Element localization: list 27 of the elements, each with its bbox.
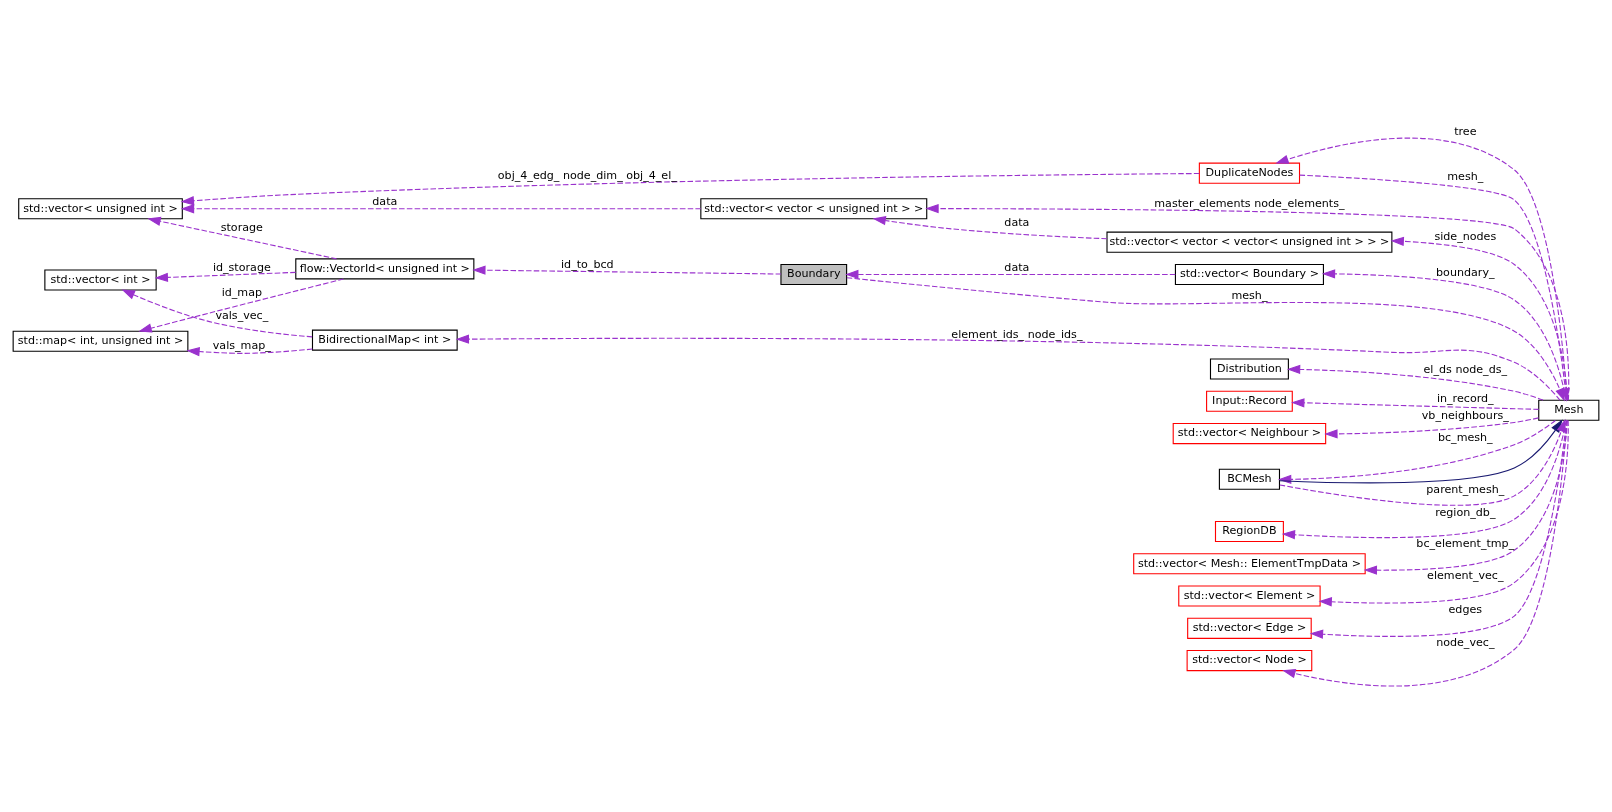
edge-label: boundary_ (1436, 265, 1495, 279)
edge-label: storage (220, 220, 263, 234)
edge-label: data (1004, 214, 1030, 228)
edge-label: vb_neighbours_ (1421, 408, 1509, 422)
edge-label: edges (1448, 602, 1483, 616)
edge-label: side_nodes (1434, 229, 1497, 243)
edge-label: bc_mesh_ (1437, 430, 1493, 444)
edge-label: element_ids_ node_ids_ (951, 327, 1083, 341)
edge-label: element_vec_ (1427, 568, 1504, 582)
edge-label: tree (1454, 124, 1477, 138)
edge-label: bc_element_tmp_ (1416, 536, 1515, 550)
edge-label: parent_mesh_ (1426, 482, 1505, 496)
edge-label: in_record_ (1436, 391, 1494, 405)
edge-label: mesh_ (1231, 288, 1268, 302)
edge-label: region_db_ (1435, 505, 1496, 519)
edge-label: vals_map_ (212, 338, 271, 352)
edge-label: id_storage (212, 260, 271, 274)
edge-label: vals_vec_ (215, 308, 269, 322)
edge-label: obj_4_edg_ node_dim_ obj_4_el_ (497, 168, 677, 182)
edge-label: data (1004, 260, 1030, 274)
edge-label: data (372, 194, 398, 208)
edge-label: master_elements node_elements_ (1154, 196, 1345, 210)
edge-label: id_map (221, 285, 263, 299)
edge-label: mesh_ (1447, 169, 1484, 183)
edge-label: id_to_bcd (561, 257, 614, 271)
edge-label: el_ds node_ds_ (1423, 362, 1508, 376)
edge-label: node_vec_ (1436, 635, 1495, 649)
